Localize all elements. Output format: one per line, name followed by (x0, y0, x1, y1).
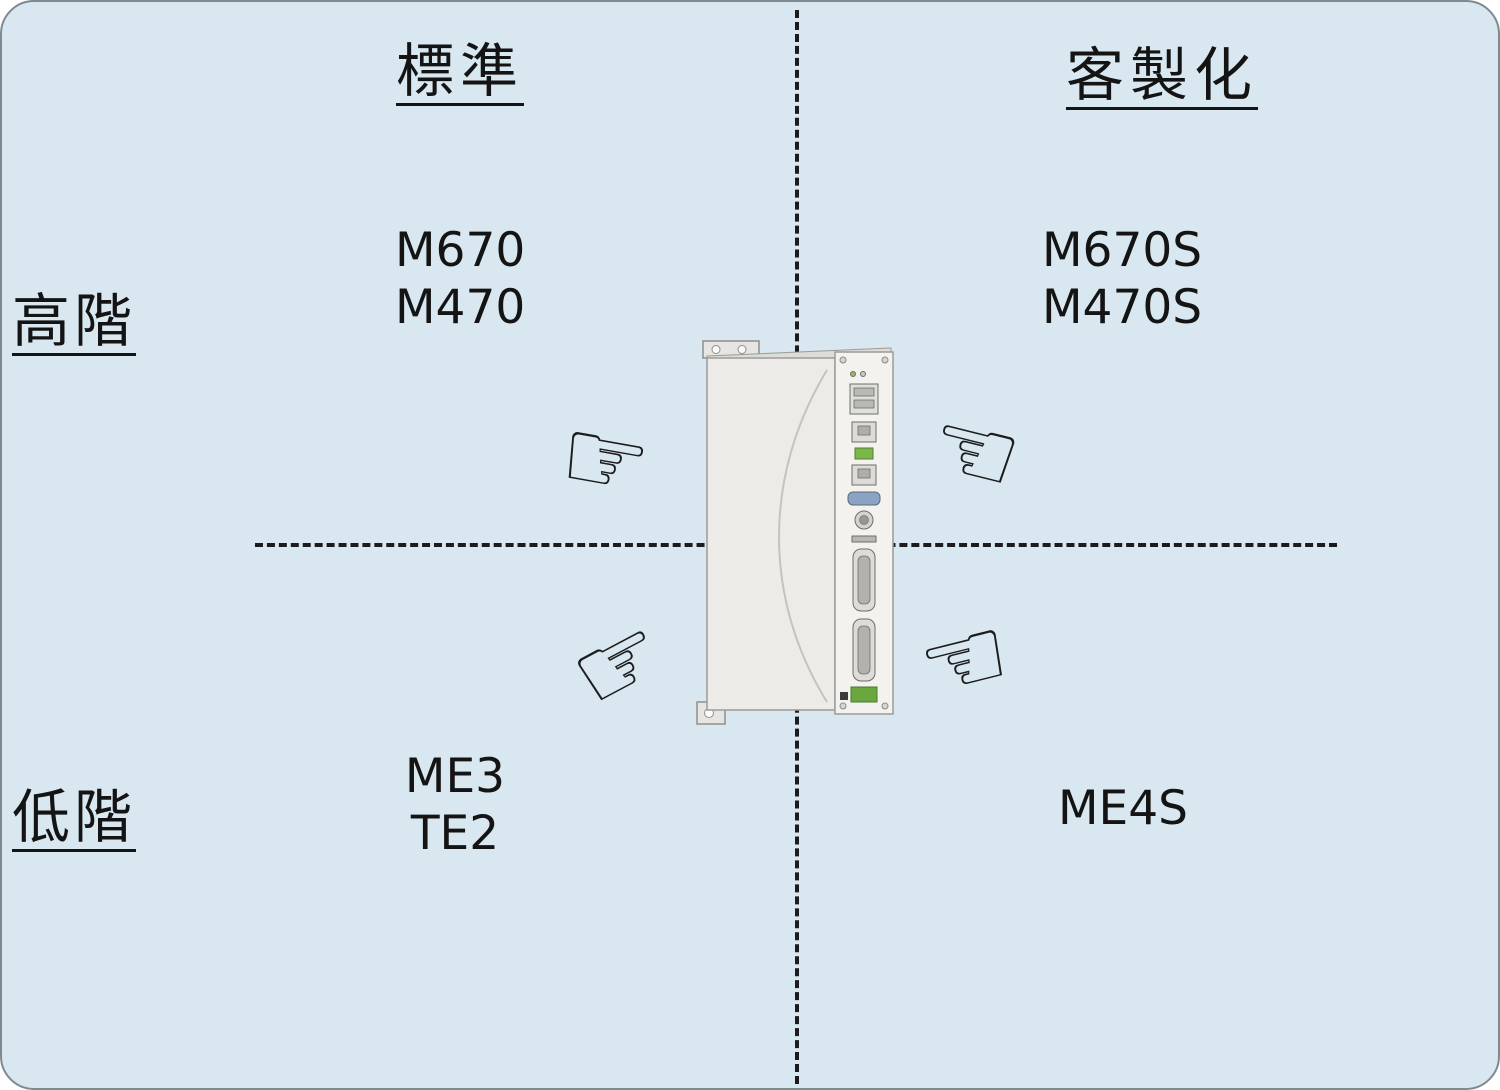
model-name: M670S (1042, 223, 1203, 278)
quadrant-top-left-models: M670 M470 (395, 222, 525, 336)
pointing-hand-right-icon: ☞ (551, 590, 686, 737)
vga-port (847, 491, 881, 506)
pointing-hand-left-icon: ☜ (907, 591, 1023, 728)
model-name: M470S (1042, 280, 1203, 335)
model-name: M470 (395, 280, 526, 335)
controller-device-image (695, 336, 897, 750)
model-name: ME3 (404, 749, 506, 804)
device-front-face (706, 357, 836, 711)
row-label-high-end: 高階 (12, 287, 137, 355)
quadrant-bottom-right-models: ME4S (1058, 780, 1188, 837)
quadrant-top-right-models: M670S M470S (1042, 222, 1202, 336)
pointing-hand-right-icon: ☞ (550, 394, 660, 525)
column-header-standard: 標準 (395, 37, 524, 105)
power-terminal (850, 686, 878, 703)
model-name: TE2 (410, 806, 500, 861)
row-label-low-end: 低階 (12, 783, 137, 851)
io-slot (851, 535, 877, 543)
quadrant-bottom-left-models: ME3 TE2 (390, 748, 520, 862)
terminal-connector (854, 447, 874, 460)
model-name: ME4S (1058, 781, 1188, 836)
brand-logo (840, 692, 848, 700)
pointing-hand-left-icon: ☜ (917, 383, 1033, 520)
model-name: M670 (395, 223, 526, 278)
column-header-customized: 客製化 (1065, 41, 1258, 109)
